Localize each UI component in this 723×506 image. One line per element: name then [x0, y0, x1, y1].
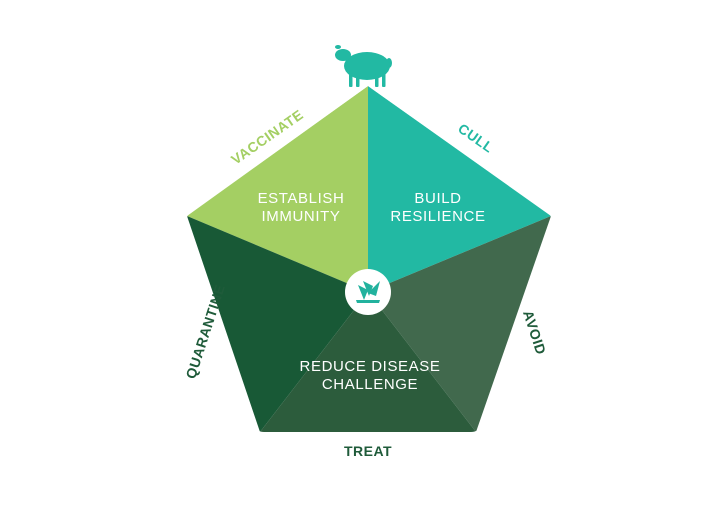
pentagon-segments: [187, 86, 551, 432]
segment-bottom: [260, 292, 476, 432]
label-treat: TREAT: [344, 443, 392, 459]
label-avoid: AVOID: [520, 308, 549, 357]
segment-build-resilience: [368, 86, 551, 292]
sheep-icon: [335, 45, 392, 87]
label-cull: CULL: [455, 120, 496, 156]
reduce-disease-line1: REDUCE DISEASE: [300, 358, 441, 375]
establish-immunity-line1: ESTABLISH: [258, 190, 345, 207]
label-quarantine: QUARANTINE: [182, 282, 228, 380]
build-resilience-line2: RESILIENCE: [390, 208, 485, 225]
segment-left-dark: [187, 216, 368, 432]
segment-right-mid: [368, 216, 551, 432]
establish-immunity-line2: IMMUNITY: [262, 208, 341, 225]
brand-logo-icon: [345, 269, 391, 315]
reduce-disease-line2: CHALLENGE: [322, 376, 418, 393]
segment-establish-immunity: [187, 86, 368, 292]
build-resilience-line1: BUILD: [414, 190, 461, 207]
